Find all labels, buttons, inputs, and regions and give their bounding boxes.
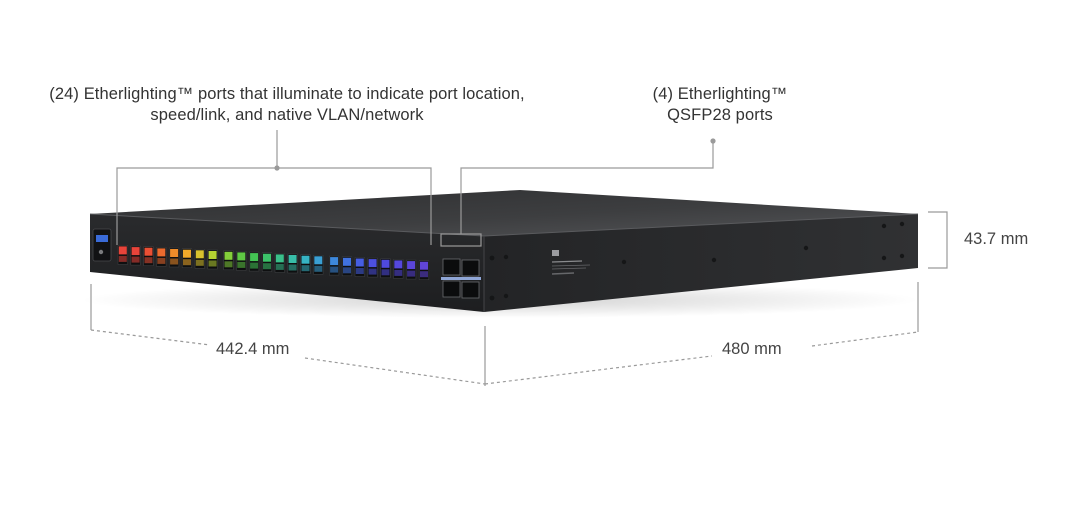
- qsfp-etherlighting-bar: [441, 277, 481, 280]
- ports-callout-dot: [274, 165, 280, 171]
- qsfp-ports-callout: (4) Etherlighting™ QSFP28 ports: [630, 84, 810, 126]
- depth-dimension-label: 480 mm: [718, 340, 786, 359]
- rj45-port: [169, 247, 180, 268]
- port-etherlighting-led: [275, 254, 284, 263]
- port-etherlighting-led: [330, 257, 339, 266]
- port-etherlighting-led: [250, 253, 259, 262]
- rj45-port: [261, 252, 273, 272]
- rj45-port: [236, 251, 247, 271]
- port-etherlighting-led: [381, 259, 390, 268]
- port-etherlighting-led: [208, 251, 217, 259]
- rj45-port: [380, 258, 391, 279]
- rj45-port: [130, 245, 141, 266]
- port-etherlighting-led: [118, 246, 127, 255]
- chassis-side: [484, 214, 918, 312]
- port-etherlighting-led: [301, 255, 310, 264]
- dimension-lines: [90, 211, 948, 386]
- ports-callout-leader: [116, 130, 432, 245]
- display-indicator: [98, 249, 104, 255]
- chassis-front: [90, 214, 484, 312]
- rj45-port: [223, 250, 234, 271]
- rj45-port: [249, 251, 260, 272]
- port-etherlighting-led: [224, 251, 233, 260]
- port-etherlighting-led: [170, 249, 179, 257]
- port-etherlighting-led: [343, 257, 351, 266]
- rj45-callout-line-2: speed/link, and native VLAN/network: [150, 106, 424, 124]
- rj45-port: [418, 260, 430, 281]
- qsfp28-port-block: [441, 258, 481, 299]
- width-dimension-label: 442.4 mm: [212, 340, 294, 359]
- port-etherlighting-led: [183, 249, 191, 258]
- rj45-port: [341, 256, 353, 277]
- qsfp28-port: [461, 281, 480, 299]
- display-screen: [96, 235, 108, 242]
- rj45-port: [117, 245, 128, 265]
- rj45-port: [354, 257, 365, 277]
- port-etherlighting-led: [157, 248, 166, 257]
- port-etherlighting-led: [420, 261, 428, 270]
- rj45-port: [143, 246, 154, 266]
- height-dimension-label: 43.7 mm: [964, 230, 1029, 248]
- front-top-edge: [89, 213, 485, 237]
- port-etherlighting-led: [195, 250, 204, 259]
- side-label-plate: [551, 250, 591, 275]
- rj45-port: [405, 259, 417, 280]
- port-etherlighting-led: [144, 247, 153, 256]
- rj45-port: [207, 249, 218, 270]
- rj45-port: [287, 253, 298, 274]
- rj45-ports-callout: (24) Etherlighting™ ports that illuminat…: [22, 84, 552, 126]
- rj45-callout-line-1: (24) Etherlighting™ ports that illuminat…: [49, 85, 525, 103]
- port-etherlighting-led: [407, 261, 416, 270]
- qsfp-callout-dot: [710, 138, 716, 144]
- rj45-port: [328, 255, 340, 276]
- rj45-port: [313, 255, 324, 275]
- qsfp28-port: [461, 259, 480, 277]
- port-etherlighting-led: [288, 255, 297, 263]
- chassis-top: [90, 190, 918, 236]
- port-etherlighting-led: [263, 253, 271, 262]
- qsfp-callout-leader: [440, 141, 714, 247]
- front-display: [92, 228, 112, 262]
- rj45-port: [393, 259, 404, 279]
- rj45-port: [367, 257, 378, 278]
- qsfp28-port: [442, 280, 461, 298]
- port-etherlighting-led: [237, 252, 246, 261]
- rj45-port: [274, 253, 285, 273]
- port-etherlighting-led: [131, 247, 140, 256]
- rj45-port: [156, 247, 167, 267]
- port-etherlighting-led: [314, 256, 323, 265]
- rj45-port: [181, 248, 193, 268]
- rj45-port: [300, 254, 311, 274]
- qsfp-callout-line-1: (4) Etherlighting™: [652, 85, 788, 103]
- rj45-port: [194, 249, 205, 269]
- port-etherlighting-led: [394, 260, 403, 269]
- qsfp-callout-line-2: QSFP28 ports: [667, 106, 773, 124]
- rj45-port-strip: [117, 245, 430, 281]
- qsfp28-port: [442, 258, 461, 276]
- port-etherlighting-led: [368, 259, 377, 268]
- side-screws: [489, 221, 905, 301]
- side-top-edge: [483, 213, 919, 237]
- port-etherlighting-led: [355, 258, 364, 267]
